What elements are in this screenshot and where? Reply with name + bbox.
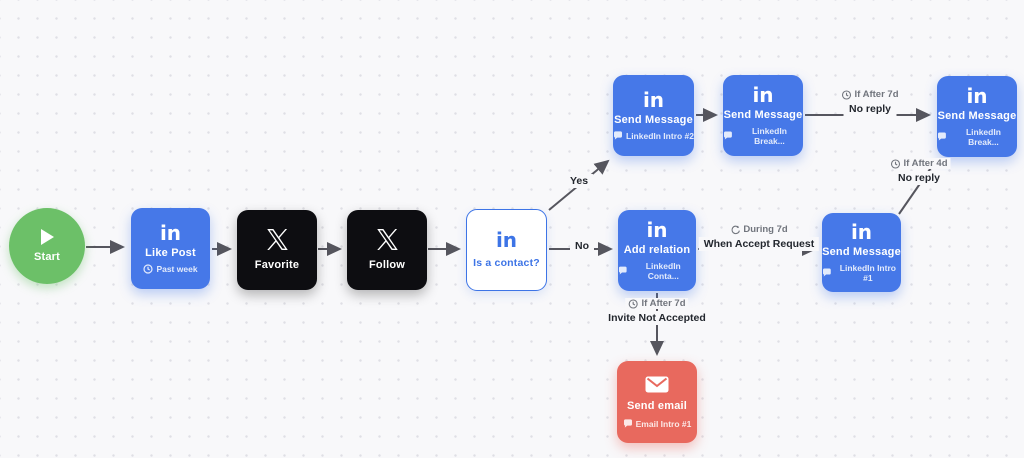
linkedin-icon: in — [646, 217, 668, 242]
node-favorite[interactable]: Favorite — [237, 210, 317, 290]
edge-condition-no-reply-7d: If After 7d No reply — [838, 89, 902, 116]
play-icon — [40, 229, 54, 245]
x-twitter-icon — [266, 229, 288, 250]
node-like-post[interactable]: in Like Post Past week — [131, 208, 210, 289]
node-subtitle: LinkedIn Intro #1 — [822, 263, 901, 283]
node-subtitle: Past week — [143, 263, 198, 274]
chat-bubble-icon — [723, 130, 732, 140]
x-twitter-icon — [376, 229, 398, 250]
edge-condition-no-reply-4d: If After 4d No reply — [887, 158, 951, 185]
chat-bubble-icon — [822, 268, 831, 277]
node-title: Send Message — [937, 109, 1017, 122]
node-send-message-intro2[interactable]: in Send Message LinkedIn Intro #2 — [613, 75, 694, 156]
node-subtitle: LinkedIn Intro #2 — [613, 131, 694, 141]
node-title: Follow — [368, 259, 406, 271]
node-start[interactable]: Start — [9, 208, 85, 284]
branch-label-yes: Yes — [564, 174, 594, 188]
node-title: Start — [33, 251, 61, 263]
linkedin-icon: in — [966, 83, 988, 108]
linkedin-icon: in — [642, 87, 665, 112]
node-subtitle: LinkedIn Break... — [937, 127, 1017, 147]
chat-bubble-icon — [937, 131, 946, 141]
node-title: Send Message — [614, 113, 693, 126]
clock-icon — [890, 158, 901, 169]
node-title: Send email — [626, 399, 688, 412]
linkedin-icon: in — [159, 220, 182, 245]
node-send-email[interactable]: Send email Email Intro #1 — [617, 361, 697, 443]
chat-bubble-icon — [614, 130, 622, 140]
repeat-icon — [731, 225, 740, 234]
clock-icon — [841, 89, 852, 100]
edge-condition-invite-not-accepted: If After 7d Invite Not Accepted — [603, 298, 711, 325]
node-add-relation[interactable]: in Add relation LinkedIn Conta... — [618, 210, 696, 291]
node-send-message-intro1[interactable]: in Send Message LinkedIn Intro #1 — [822, 213, 901, 292]
node-title: Like Post — [145, 246, 196, 259]
linkedin-icon: in — [850, 219, 873, 244]
envelope-icon — [645, 376, 669, 392]
linkedin-icon: in — [752, 82, 774, 107]
node-title: Send Message — [723, 108, 803, 121]
node-title: Add relation — [623, 243, 691, 256]
node-follow[interactable]: Follow — [347, 210, 427, 290]
chat-bubble-icon — [618, 266, 627, 274]
node-title: Favorite — [254, 259, 300, 271]
edge-condition-accept-request: During 7d When Accept Request — [698, 224, 820, 251]
clock-icon — [628, 298, 639, 309]
branch-label-no: No — [570, 239, 594, 253]
node-send-message-break2[interactable]: in Send Message LinkedIn Break... — [937, 76, 1017, 157]
node-is-contact[interactable]: in Is a contact? — [466, 209, 547, 291]
node-subtitle: LinkedIn Break... — [723, 126, 803, 146]
linkedin-icon: in — [495, 228, 518, 252]
node-subtitle: LinkedIn Conta... — [618, 261, 696, 281]
chat-bubble-icon — [623, 418, 632, 428]
clock-icon — [143, 263, 154, 274]
node-title: Is a contact? — [473, 257, 540, 269]
node-subtitle: Email Intro #1 — [623, 418, 691, 429]
node-title: Send Message — [822, 245, 901, 258]
node-send-message-break1[interactable]: in Send Message LinkedIn Break... — [723, 75, 803, 156]
